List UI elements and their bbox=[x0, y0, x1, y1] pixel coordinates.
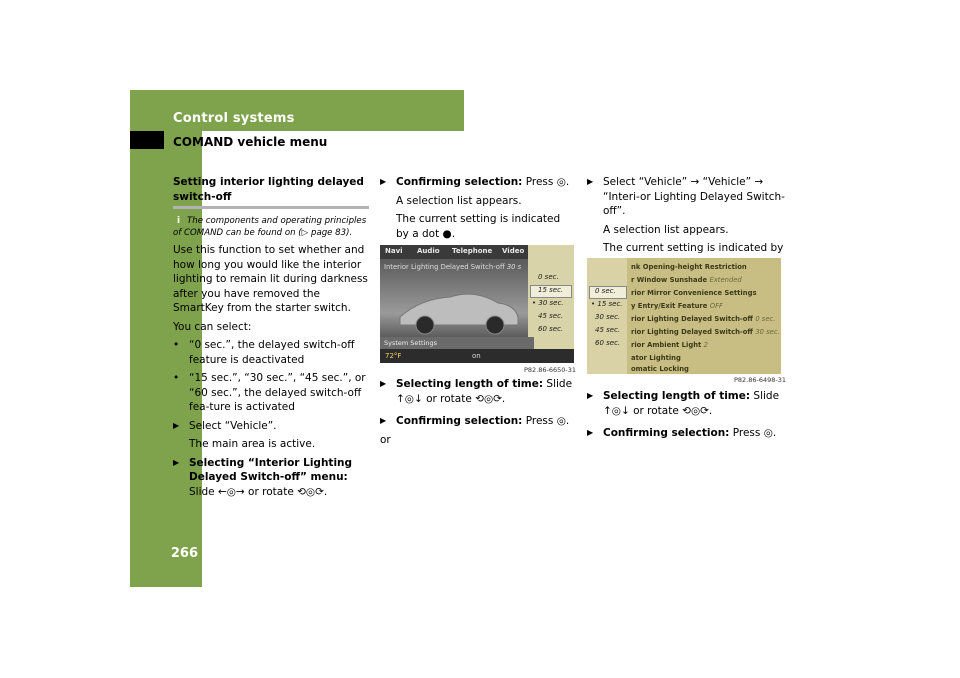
subsection-title: COMAND vehicle menu bbox=[173, 135, 328, 149]
list-item: •“15 sec.”, “30 sec.”, “45 sec.”, or “60… bbox=[173, 372, 366, 413]
section-title: Control systems bbox=[173, 111, 295, 126]
list-item: 0 sec. bbox=[538, 273, 559, 281]
section-heading: Setting interior lighting delayed switch… bbox=[173, 175, 369, 209]
step-result: A selection list appears. bbox=[396, 194, 522, 207]
car-image bbox=[380, 259, 530, 349]
instruction-step: ▶Confirming selection: Press ◎. bbox=[380, 176, 570, 188]
select-label: You can select: bbox=[173, 320, 252, 333]
selection-highlight bbox=[530, 285, 572, 298]
comand-screenshot: Navi Audio Telephone Video Interior Ligh… bbox=[380, 245, 574, 363]
selection-list: 0 sec. 15 sec. • 30 sec. 45 sec. 60 sec. bbox=[528, 245, 574, 349]
menu-item: nk Opening-height Restriction bbox=[631, 263, 747, 271]
header-bar bbox=[130, 90, 464, 131]
screen-footer: System Settings bbox=[380, 337, 534, 349]
info-icon: i bbox=[173, 216, 184, 227]
menu-item: omatic Locking bbox=[631, 365, 689, 373]
menu-item: rior Mirror Convenience Settings bbox=[631, 289, 757, 297]
car-illustration bbox=[399, 293, 519, 335]
arrow-icon: ▶ bbox=[380, 379, 387, 388]
arrow-icon: ▶ bbox=[173, 420, 180, 430]
step-result: A selection list appears. bbox=[603, 223, 729, 236]
list-item: 0 sec. bbox=[595, 287, 616, 295]
menu-item: rior Ambient Light 2 bbox=[631, 341, 708, 349]
intro-text: Use this function to set whether and how… bbox=[173, 244, 368, 314]
climate-bar: 72°F on bbox=[380, 349, 574, 363]
arrow-icon: ▶ bbox=[380, 177, 387, 186]
figure-caption: P82.86-6498-31 bbox=[734, 376, 787, 384]
list-item: •“0 sec.”, the delayed switch-off featur… bbox=[173, 339, 355, 366]
column-2: ▶Confirming selection: Press ◎. A select… bbox=[380, 175, 576, 245]
arrow-icon: ▶ bbox=[173, 457, 180, 467]
menu-item: r Window Sunshade Extended bbox=[631, 276, 742, 284]
screen-title: Interior Lighting Delayed Switch-off 30 … bbox=[384, 263, 522, 271]
arrow-icon: ▶ bbox=[380, 416, 387, 425]
arrow-icon: ▶ bbox=[587, 428, 594, 437]
instruction-step: ▶Select “Vehicle” → “Vehicle” → “Interi-… bbox=[587, 176, 785, 217]
menu-item: y Entry/Exit Feature OFF bbox=[631, 302, 723, 310]
header-black-tab bbox=[130, 131, 164, 149]
menu-item: ator Lighting bbox=[631, 354, 681, 362]
list-item: • 15 sec. bbox=[591, 300, 623, 308]
selection-list: 0 sec. • 15 sec. 30 sec. 45 sec. 60 sec. bbox=[587, 258, 627, 374]
menu-item: rior Lighting Delayed Switch-off 0 sec. bbox=[631, 315, 776, 323]
list-item: 45 sec. bbox=[538, 312, 564, 320]
list-item: 60 sec. bbox=[595, 339, 621, 347]
comand-screenshot-vehicle: 0 sec. • 15 sec. 30 sec. 45 sec. 60 sec.… bbox=[587, 258, 781, 374]
list-item: • 30 sec. bbox=[532, 299, 564, 307]
instruction-step: ▶Selecting “Interior Lighting Delayed Sw… bbox=[173, 456, 353, 498]
comand-menu-bar: Navi Audio Telephone Video bbox=[380, 245, 574, 259]
column-2-lower: ▶Selecting length of time: Slide ↑◎↓ or … bbox=[380, 377, 576, 451]
instruction-step: ▶Selecting length of time: Slide ↑◎↓ or … bbox=[380, 378, 573, 405]
instruction-step: ▶Select “Vehicle”. bbox=[173, 419, 277, 432]
figure-caption: P82.86-6650-31 bbox=[524, 366, 577, 374]
instruction-step: ▶Confirming selection: Press ◎. bbox=[380, 415, 570, 427]
column-3-lower: ▶Selecting length of time: Slide ↑◎↓ or … bbox=[587, 389, 787, 445]
arrow-icon: ▶ bbox=[587, 177, 594, 186]
instruction-step: ▶Selecting length of time: Slide ↑◎↓ or … bbox=[587, 390, 780, 417]
list-item: 30 sec. bbox=[595, 313, 621, 321]
arrow-icon: ▶ bbox=[587, 391, 594, 400]
step-result: The main area is active. bbox=[189, 438, 316, 450]
menu-item: rior Lighting Delayed Switch-off 30 sec. bbox=[631, 328, 780, 336]
step-result: The current setting is indicated by a do… bbox=[396, 213, 561, 240]
list-item: 45 sec. bbox=[595, 326, 621, 334]
column-1: Setting interior lighting delayed switch… bbox=[173, 175, 369, 503]
instruction-step: ▶Confirming selection: Press ◎. bbox=[587, 427, 777, 439]
or-text: or bbox=[380, 433, 391, 446]
selection-highlight bbox=[589, 286, 627, 299]
page-number: 266 bbox=[170, 546, 198, 561]
list-item: 60 sec. bbox=[538, 325, 564, 333]
list-item: 15 sec. bbox=[538, 286, 564, 294]
